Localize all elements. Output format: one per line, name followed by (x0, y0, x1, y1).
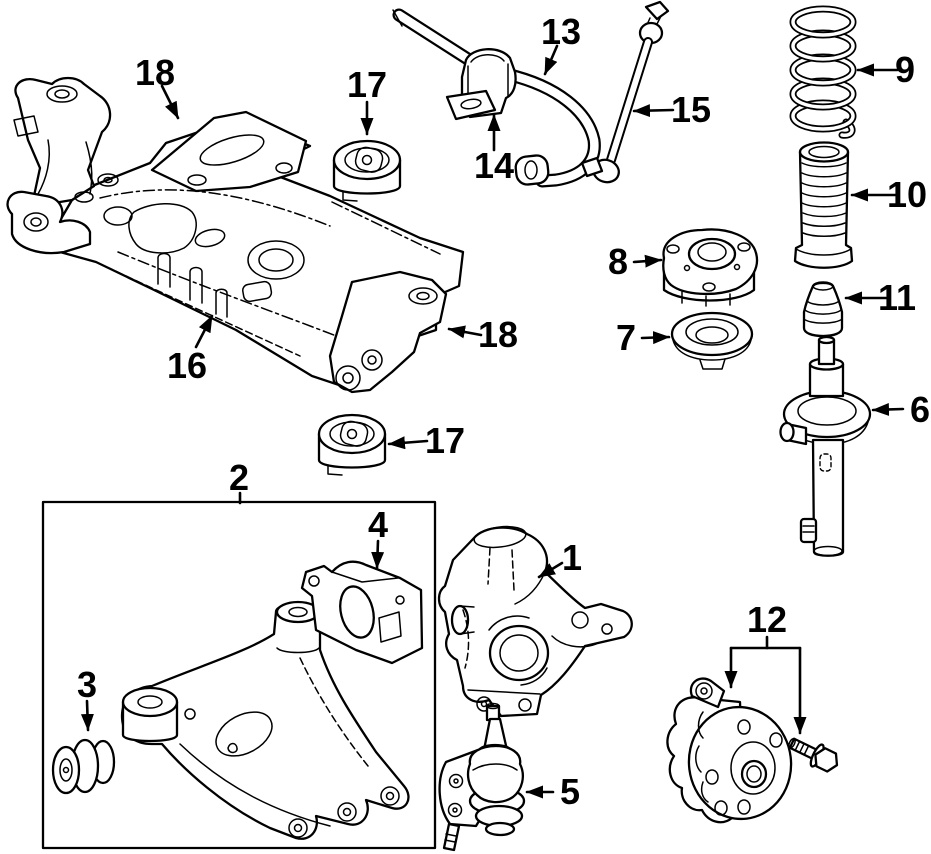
subframe-bracket-left (150, 110, 308, 193)
subframe-bushing-upper (332, 139, 402, 203)
stabilizer-bar (392, 8, 601, 188)
spring-seat (670, 311, 754, 370)
callout-17-upper: 17 (347, 64, 387, 105)
leader-16 (194, 314, 214, 349)
strut-mount (662, 228, 759, 307)
callout-12: 12 (747, 599, 787, 640)
callout-17-lower: 17 (425, 420, 465, 461)
callout-11: 11 (878, 277, 916, 318)
callout-18-left: 18 (135, 52, 175, 93)
leader-18-right (447, 325, 483, 339)
control-arm-bushing (51, 738, 116, 795)
control-arm-bracket (300, 560, 424, 665)
callout-5: 5 (560, 771, 580, 812)
strut (779, 335, 872, 557)
bump-stop (802, 281, 844, 338)
subframe-bracket-right (328, 270, 448, 394)
strut-dust-boot (793, 141, 854, 269)
subframe-bushing-lower (317, 413, 387, 477)
leader-4 (371, 539, 385, 570)
leader-7 (640, 331, 671, 345)
callout-8: 8 (608, 241, 628, 282)
leader-17-lower (387, 436, 429, 450)
steering-knuckle (437, 525, 633, 718)
callout-14: 14 (474, 145, 514, 186)
callout-1: 1 (562, 537, 582, 578)
callout-10: 10 (887, 174, 927, 215)
leader-1 (537, 561, 564, 579)
control-arm (120, 600, 410, 840)
leader-15 (632, 104, 675, 118)
callout-labels: 18 17 13 14 15 9 10 8 11 7 6 16 18 17 2 … (77, 11, 930, 812)
callout-3: 3 (77, 664, 97, 705)
stabilizer-link (580, 0, 670, 184)
callout-18-right: 18 (478, 314, 518, 355)
leader-13 (543, 44, 559, 76)
callout-13: 13 (541, 11, 581, 52)
coil-spring (789, 5, 857, 139)
callout-2: 2 (229, 457, 249, 498)
callout-9: 9 (895, 49, 915, 90)
callout-4: 4 (368, 504, 388, 545)
wheel-hub (666, 677, 793, 824)
hub-bolt (788, 737, 839, 773)
stabilizer-bar-bracket (445, 48, 517, 121)
callout-6: 6 (910, 389, 930, 430)
callout-16: 16 (167, 345, 207, 386)
leader-6 (871, 402, 905, 416)
ball-joint (438, 702, 526, 852)
leader-3 (80, 699, 94, 732)
leader-18-left (160, 84, 180, 120)
callout-15: 15 (671, 89, 711, 130)
leader-lines (80, 44, 905, 799)
callout-7: 7 (616, 317, 636, 358)
leader-8 (632, 254, 663, 268)
